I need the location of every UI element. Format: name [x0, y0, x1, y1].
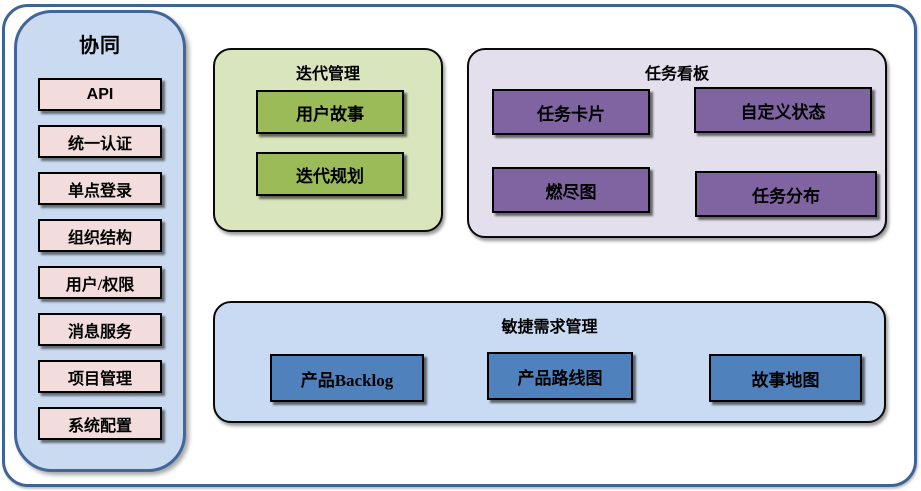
sidebar-item-project-mgmt: 项目管理 [38, 360, 162, 393]
feature-custom-status: 自定义状态 [694, 87, 872, 133]
sidebar-item-org-structure: 组织结构 [38, 219, 162, 252]
sidebar-title: 协同 [79, 35, 121, 57]
sidebar-item-list: API 统一认证 单点登录 组织结构 用户/权限 消息服务 项目管理 系统配置 [38, 78, 162, 440]
sidebar-item-sso: 单点登录 [38, 172, 162, 205]
collaboration-sidebar: 协同 API 统一认证 单点登录 组织结构 用户/权限 消息服务 项目管理 系统… [14, 10, 186, 472]
feature-product-backlog: 产品Backlog [270, 354, 424, 402]
sidebar-item-message-service: 消息服务 [38, 313, 162, 346]
sidebar-item-system-config: 系统配置 [38, 407, 162, 440]
feature-story-map: 故事地图 [709, 354, 862, 402]
feature-task-distribution: 任务分布 [695, 171, 877, 217]
iteration-management-panel: 迭代管理 用户故事 迭代规划 [213, 48, 443, 232]
feature-product-roadmap: 产品路线图 [487, 352, 633, 400]
feature-task-card: 任务卡片 [492, 89, 650, 135]
agile-requirements-panel: 敏捷需求管理 产品Backlog 产品路线图 故事地图 [213, 301, 886, 423]
task-board-panel: 任务看板 任务卡片 自定义状态 燃尽图 任务分布 [467, 48, 887, 238]
feature-burndown-chart: 燃尽图 [492, 167, 650, 213]
sidebar-item-users-perms: 用户/权限 [38, 266, 162, 299]
feature-iteration-plan: 迭代规划 [256, 152, 404, 196]
agile-panel-title: 敏捷需求管理 [501, 319, 598, 336]
feature-user-story: 用户故事 [256, 90, 404, 134]
iteration-panel-title: 迭代管理 [295, 66, 360, 83]
sidebar-item-api: API [38, 78, 162, 111]
kanban-panel-title: 任务看板 [644, 66, 709, 83]
sidebar-item-unified-auth: 统一认证 [38, 125, 162, 158]
